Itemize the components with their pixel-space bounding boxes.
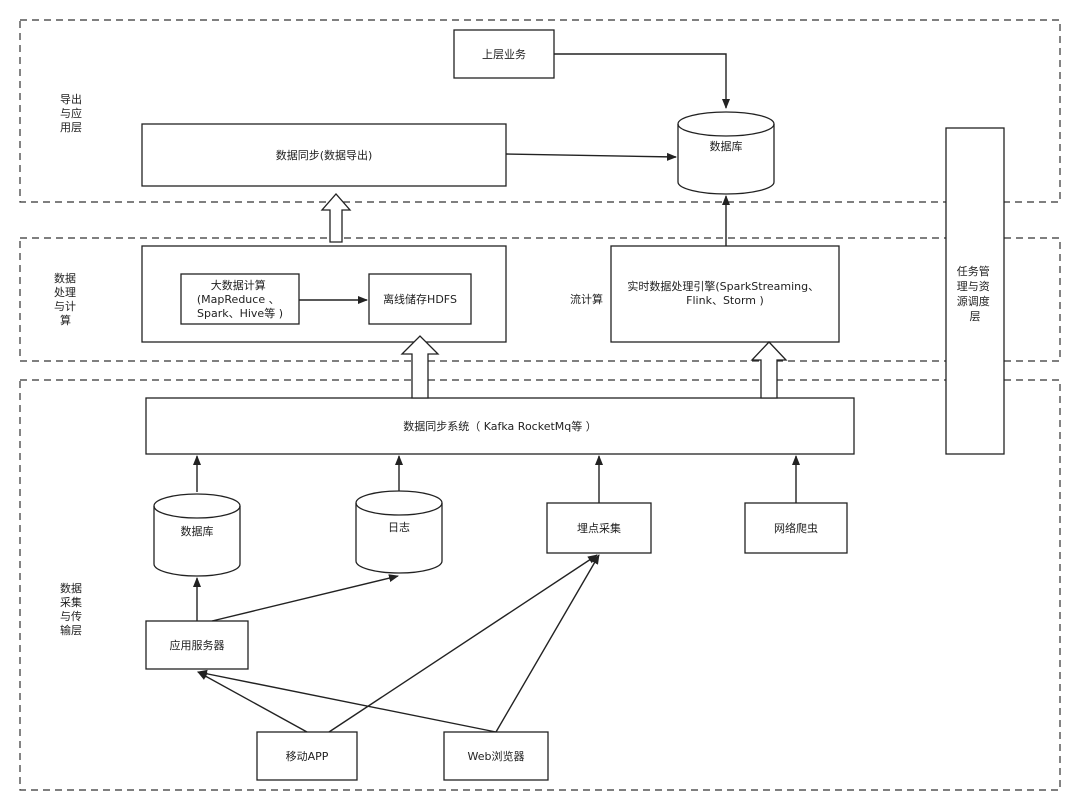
web-browser-label: Web浏览器 <box>468 749 525 763</box>
export-layer-zone <box>19 19 1061 203</box>
app-server-label: 应用服务器 <box>170 638 225 652</box>
export-layer-label: 导出 与应 用层 <box>60 92 86 134</box>
hollow-arrow-processing-to-export <box>320 193 352 243</box>
collection-layer-label: 数据 采集 与传 输层 <box>60 581 86 637</box>
realtime-engine-label: 实时数据处理引擎(SparkStreaming、 Flink、Storm ) <box>627 279 822 307</box>
bigdata-compute-box <box>180 273 300 325</box>
tracking-label: 埋点采集 <box>577 521 621 535</box>
arrow-upper-business-to-database <box>554 53 730 109</box>
stream-compute-label: 流计算 <box>570 292 603 306</box>
arrow-appserver-to-log <box>211 574 399 622</box>
tracking-box <box>546 502 652 554</box>
task-manager-label: 任务管 理与资 源调度 层 <box>957 264 994 323</box>
hollow-arrow-sync-to-engine <box>750 341 788 399</box>
database-bottom-label: 数据库 <box>181 524 214 538</box>
crawler-box <box>744 502 848 554</box>
arrow-export-to-database <box>505 152 677 161</box>
hollow-arrow-sync-to-hdfs <box>400 335 440 399</box>
processing-layer-zone <box>19 237 1061 362</box>
data-sync-export-label: 数据同步(数据导出) <box>276 148 373 162</box>
offline-hdfs-label: 离线储存HDFS <box>383 292 457 306</box>
sync-system-label: 数据同步系统（ Kafka RocketMq等 ） <box>403 419 597 433</box>
bigdata-compute-label: 大数据计算 (MapReduce 、 Spark、Hive等 ) <box>197 278 283 320</box>
mobile-app-label: 移动APP <box>286 750 329 763</box>
realtime-engine-box <box>610 245 840 343</box>
upper-business-label: 上层业务 <box>482 48 526 61</box>
offline-hdfs-box <box>368 273 472 325</box>
upper-business-box <box>453 29 555 79</box>
processing-layer-label: 数据 处理 与计 算 <box>54 271 80 327</box>
collection-layer-zone <box>19 379 1061 791</box>
mobile-app-box <box>256 731 358 781</box>
log-cylinder <box>355 490 443 574</box>
data-sync-export-box <box>141 123 507 187</box>
sync-system-box <box>145 397 855 455</box>
database-top-cylinder <box>677 111 775 195</box>
log-label: 日志 <box>388 521 410 534</box>
task-manager-box <box>945 127 1005 455</box>
arrow-web-to-appserver <box>197 669 497 733</box>
database-top-label: 数据库 <box>710 139 743 153</box>
database-bottom-cylinder <box>153 493 241 577</box>
web-browser-box <box>443 731 549 781</box>
arrow-mobile-to-tracking <box>328 554 598 733</box>
arrow-mobile-to-appserver <box>197 671 308 733</box>
crawler-label: 网络爬虫 <box>774 521 818 535</box>
arrow-web-to-tracking <box>495 554 600 733</box>
